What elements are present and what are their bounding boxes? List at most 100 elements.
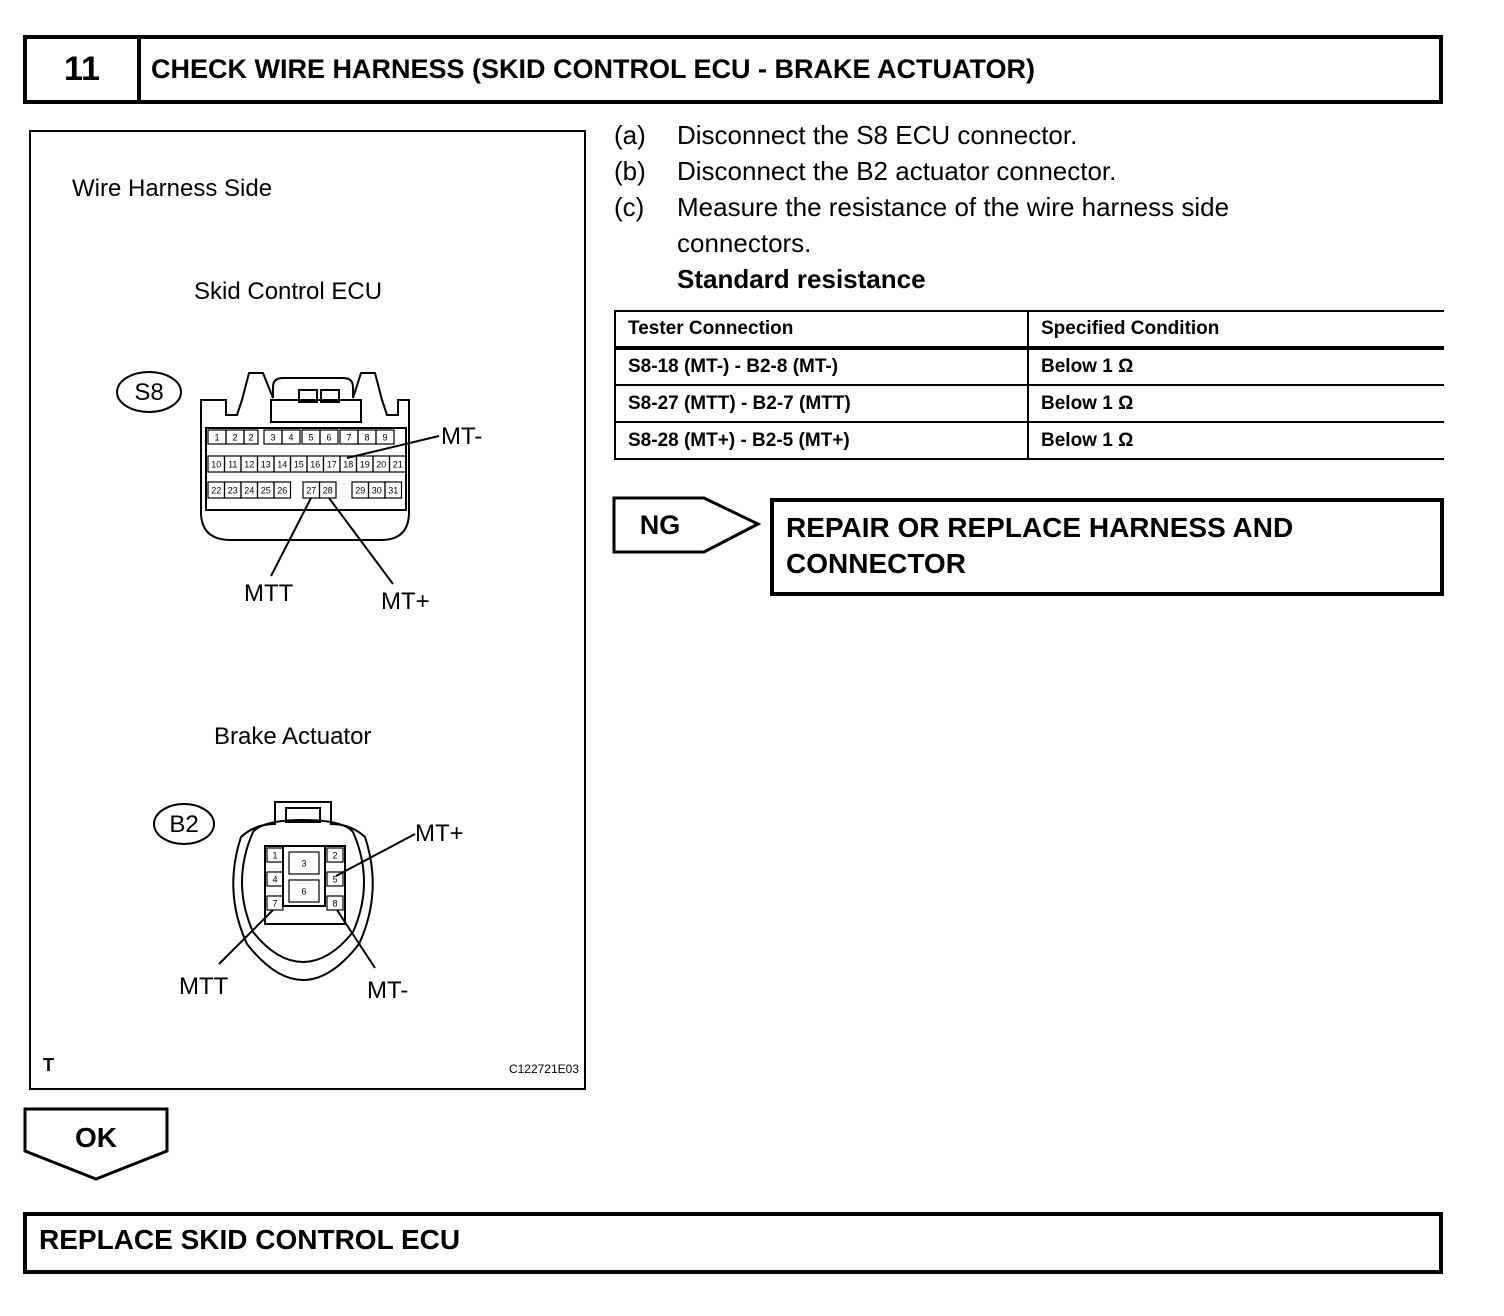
- ng-action-box: REPAIR OR REPLACE HARNESS AND CONNECTOR: [770, 498, 1444, 596]
- ecu-pin-9-cell: [375, 429, 395, 445]
- ecu-pin-4-cell: [281, 429, 301, 445]
- actuator-pin-1-cell: [266, 847, 284, 863]
- ng-action-line2: CONNECTOR: [786, 548, 966, 579]
- ecu-pin-26: 26: [277, 486, 287, 496]
- ecu-pin-31: 31: [388, 486, 398, 496]
- b2-label: B2: [169, 811, 198, 838]
- ecu-pin-31-cell: [384, 481, 403, 499]
- ecu-pin-6-cell: [319, 429, 339, 445]
- mt-minus-leader: [346, 435, 440, 459]
- ecu-pin-25: 25: [261, 486, 271, 496]
- ecu-pin-22: 22: [211, 486, 221, 496]
- mt-plus-leader: [328, 497, 394, 585]
- act-mt-plus-leader: [335, 833, 416, 877]
- ecu-pin-9: 9: [382, 433, 387, 443]
- ecu-pin-7: 7: [346, 433, 351, 443]
- step-b-text: Disconnect the B2 actuator connector.: [677, 156, 1117, 186]
- ecu-pin-4: 4: [288, 433, 293, 443]
- step-header: 11 CHECK WIRE HARNESS (SKID CONTROL ECU …: [23, 35, 1443, 104]
- actuator-callout-mtt: MTT: [179, 973, 229, 1000]
- s8-badge: [116, 371, 182, 413]
- ecu-pin-1: 1: [214, 433, 219, 443]
- table-row: S8-28 (MT+) - B2-5 (MT+) Below 1 Ω: [614, 421, 1444, 460]
- step-c-text: Measure the resistance of the wire harne…: [677, 192, 1230, 222]
- ecu-title: Skid Control ECU: [194, 278, 382, 305]
- actuator-callout-mt-minus: MT-: [367, 977, 408, 1004]
- actuator-pin-5: 5: [332, 875, 337, 885]
- ecu-callout-mtt: MTT: [244, 580, 294, 607]
- s8-label: S8: [134, 379, 163, 406]
- ok-arrow: OK: [23, 1107, 169, 1181]
- ecu-pin-27: 27: [306, 486, 316, 496]
- ecu-pin-30: 30: [372, 486, 382, 496]
- actuator-pin-7-cell: [266, 895, 284, 911]
- actuator-pin-8-cell: [326, 895, 344, 911]
- actuator-callout-mt-plus: MT+: [415, 820, 464, 847]
- final-action-box: REPLACE SKID CONTROL ECU: [23, 1212, 1443, 1274]
- ecu-pin-24: 24: [244, 486, 254, 496]
- ecu-pin-13: 13: [261, 460, 271, 470]
- actuator-pin-5-cell: [326, 871, 344, 887]
- step-title: CHECK WIRE HARNESS (SKID CONTROL ECU - B…: [151, 54, 1035, 84]
- step-c-label: (c): [614, 192, 645, 222]
- ecu-pin-11: 11: [228, 460, 237, 470]
- actuator-pin-3-cell: [288, 851, 320, 875]
- ecu-pin-17: 17: [327, 460, 337, 470]
- ecu-pin-6: 6: [326, 433, 331, 443]
- final-action-text: REPLACE SKID CONTROL ECU: [39, 1224, 461, 1255]
- ecu-pin-18: 18: [343, 460, 353, 470]
- ecu-pin-26-cell: [273, 481, 292, 499]
- corner-mark: T: [43, 1055, 54, 1075]
- header-tester-connection: Tester Connection: [614, 310, 1029, 350]
- actuator-pin-4-cell: [266, 871, 284, 887]
- ecu-pin-5: 5: [308, 433, 313, 443]
- ecu-pin-19: 19: [360, 460, 370, 470]
- header-specified-condition: Specified Condition: [1027, 310, 1444, 350]
- ng-label: NG: [640, 510, 681, 540]
- ecu-pin-28: 28: [323, 486, 333, 496]
- step-a-label: (a): [614, 120, 646, 150]
- ecu-pin-12: 12: [244, 460, 254, 470]
- actuator-connector-housing: [232, 801, 374, 982]
- cell-condition: Below 1 Ω: [1027, 347, 1444, 386]
- mtt-leader: [270, 497, 312, 577]
- actuator-pin-1: 1: [272, 851, 277, 861]
- ecu-pin-14: 14: [277, 460, 287, 470]
- step-b-label: (b): [614, 156, 646, 186]
- ok-label: OK: [75, 1122, 117, 1153]
- step-c-continued: connectors.: [677, 228, 812, 258]
- table-header-row: Tester Connection Specified Condition: [614, 310, 1444, 350]
- spec-table: Tester Connection Specified Condition S8…: [614, 310, 1444, 460]
- ecu-pin-21-cell: [388, 455, 407, 473]
- ecu-callout-mt-plus: MT+: [381, 588, 430, 615]
- ecu-pin-29: 29: [355, 486, 365, 496]
- figure-code: C122721E03: [509, 1062, 579, 1076]
- cell-condition: Below 1 Ω: [1027, 421, 1444, 460]
- table-row: S8-18 (MT-) - B2-8 (MT-) Below 1 Ω: [614, 347, 1444, 386]
- step-a-text: Disconnect the S8 ECU connector.: [677, 120, 1078, 150]
- ng-action-line1: REPAIR OR REPLACE HARNESS AND: [786, 512, 1294, 543]
- ecu-pin-21: 21: [393, 460, 403, 470]
- actuator-pin-6-cell: [288, 879, 320, 903]
- actuator-title: Brake Actuator: [214, 723, 371, 750]
- ecu-pin-15: 15: [294, 460, 304, 470]
- act-mtt-leader: [218, 909, 274, 965]
- actuator-pin-8: 8: [332, 899, 337, 909]
- ecu-pin-16: 16: [310, 460, 320, 470]
- step-number: 11: [27, 39, 141, 100]
- ecu-pin-3: 3: [270, 433, 275, 443]
- ecu-pin-8: 8: [364, 433, 369, 443]
- ecu-pin-2: 2: [232, 433, 237, 443]
- b2-badge: [153, 803, 215, 845]
- actuator-pin-7: 7: [272, 899, 277, 909]
- standard-title: Standard resistance: [677, 264, 926, 294]
- table-row: S8-27 (MTT) - B2-7 (MTT) Below 1 Ω: [614, 384, 1444, 423]
- ecu-pin-2b-cell: [243, 429, 259, 445]
- ecu-pin-28-cell: [318, 481, 337, 499]
- ecu-pin-2b: 2: [248, 433, 253, 443]
- ecu-pin-20: 20: [376, 460, 386, 470]
